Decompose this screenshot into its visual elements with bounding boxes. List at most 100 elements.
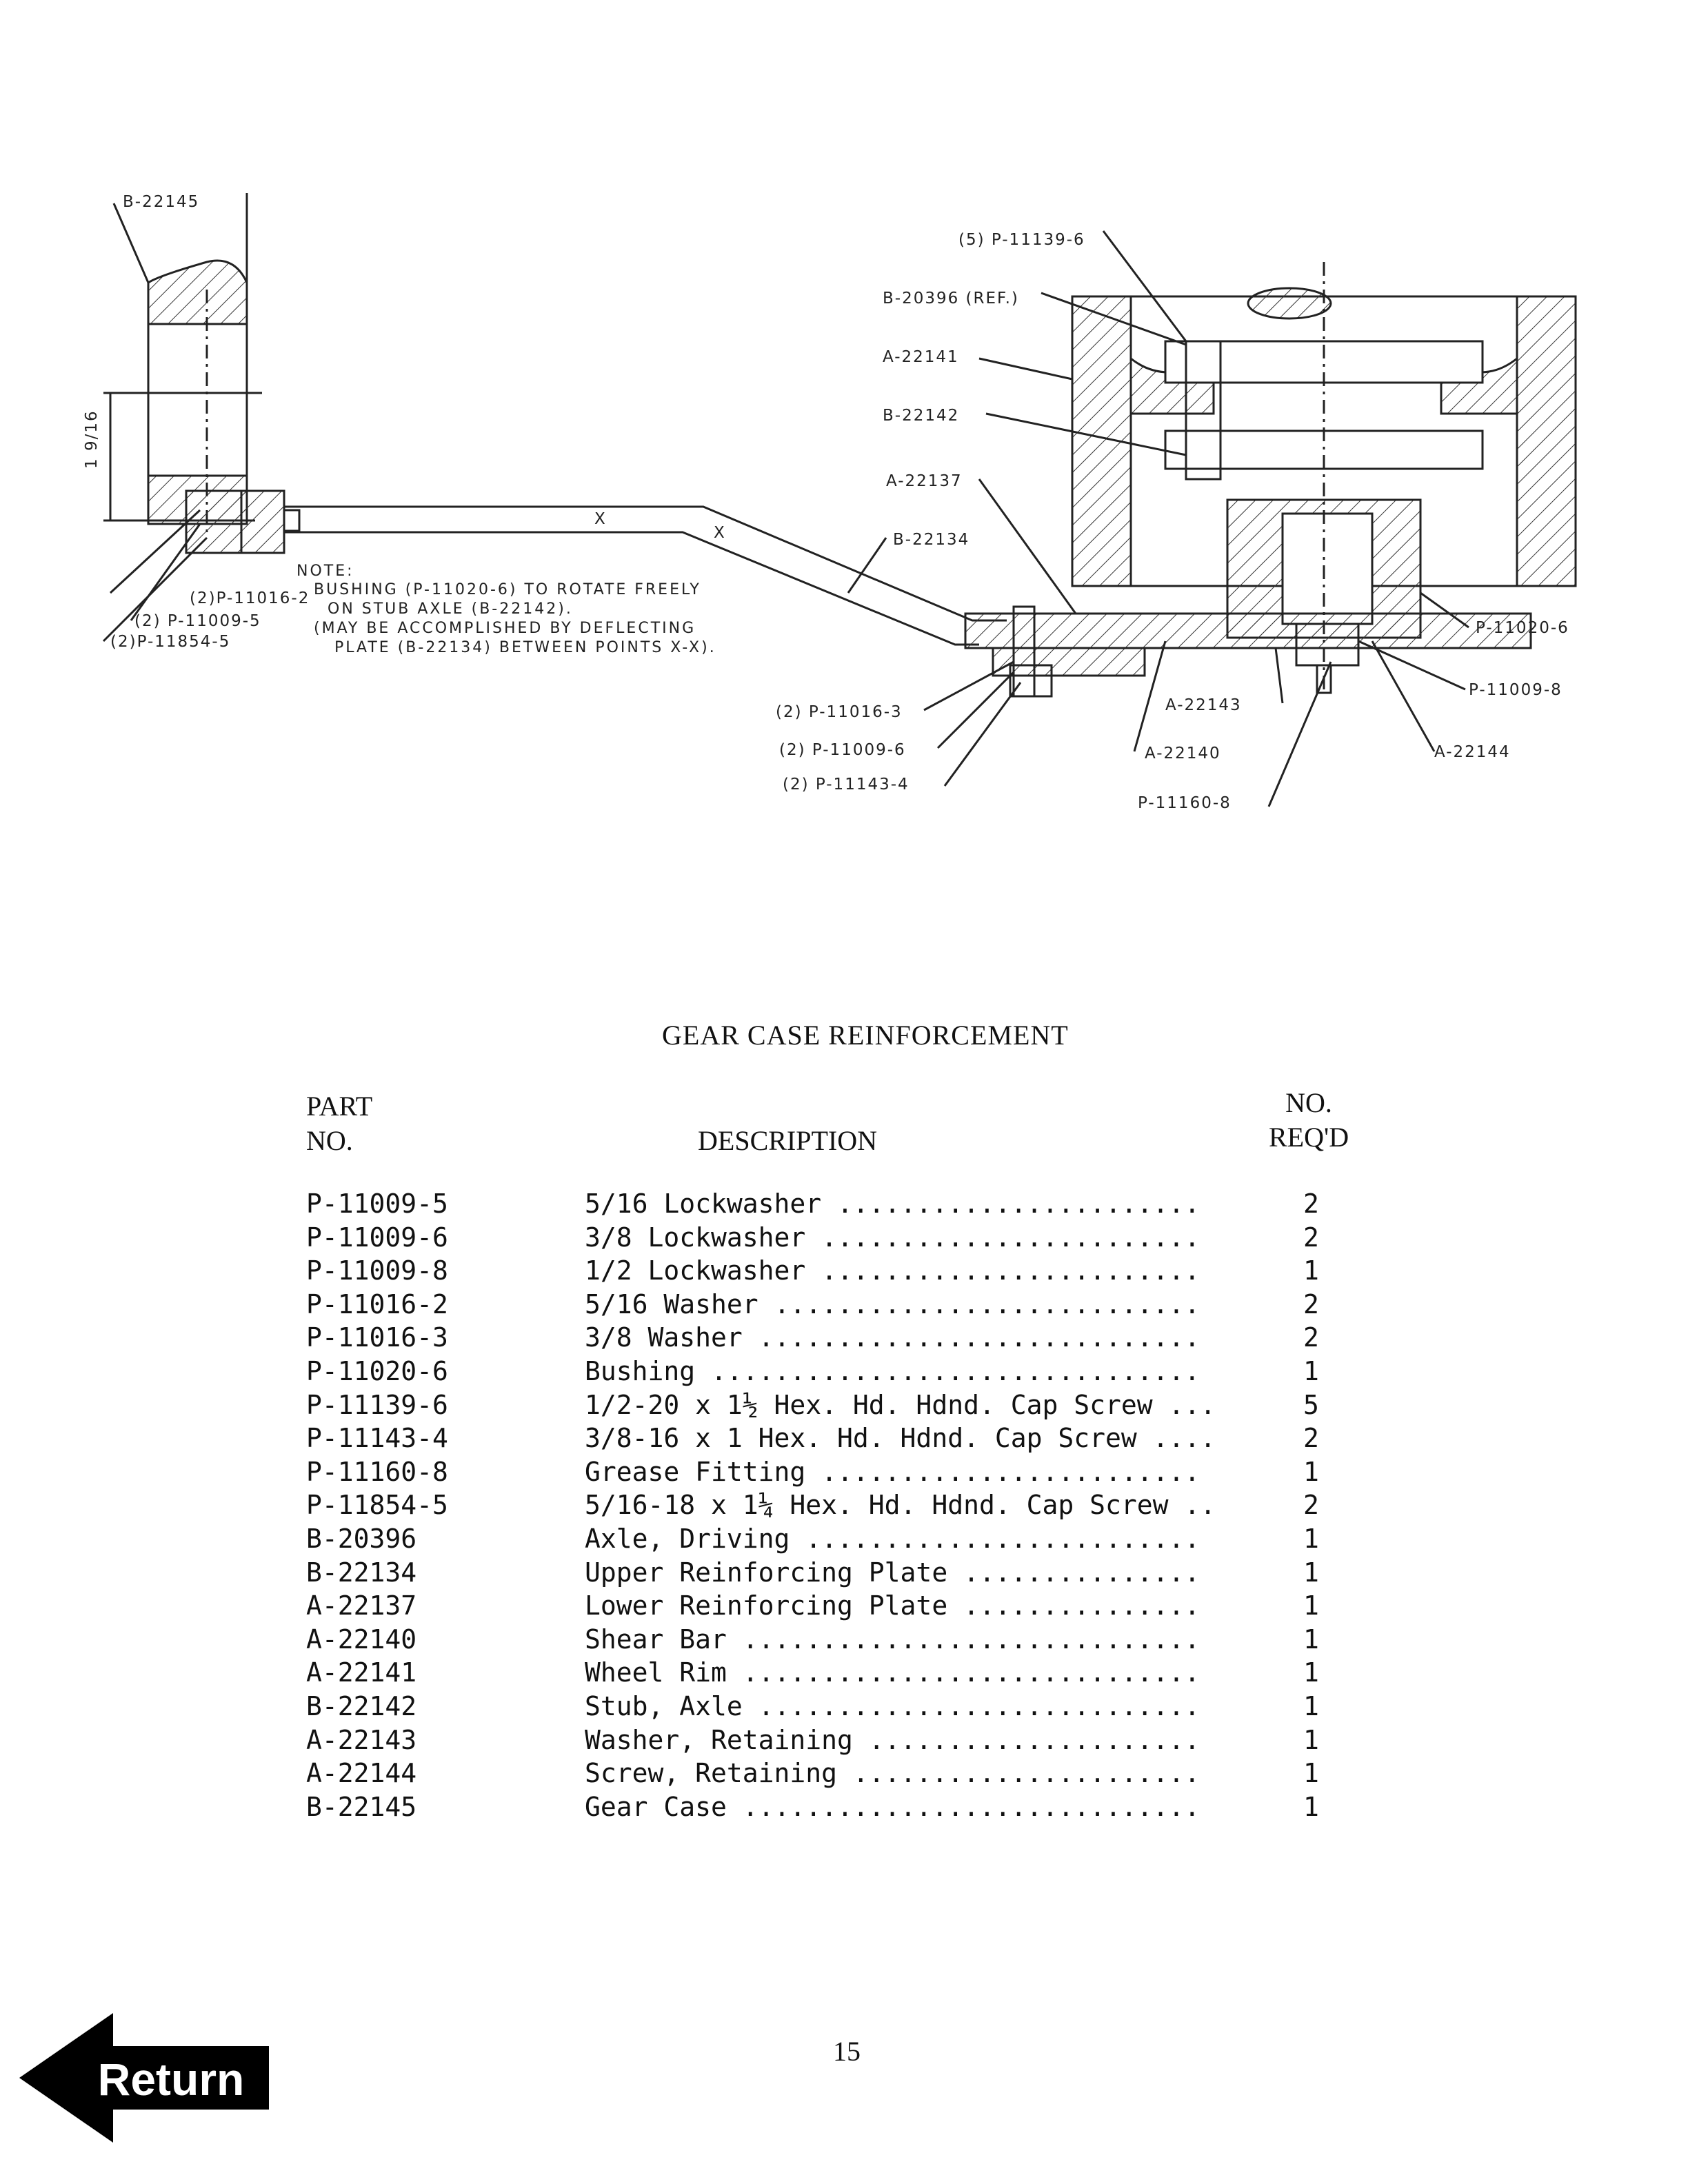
column-header-qty: NO. REQ'D bbox=[1269, 1086, 1349, 1155]
part-description: Washer, Retaining ..................... bbox=[585, 1724, 1200, 1755]
label-p11020-6: P-11020-6 bbox=[1476, 619, 1569, 637]
quantity: 1 bbox=[1303, 1557, 1319, 1588]
quantity: 1 bbox=[1303, 1791, 1319, 1822]
part-number: B-20396 bbox=[306, 1523, 417, 1554]
quantity: 1 bbox=[1303, 1590, 1319, 1621]
label-p11009-8: P-11009-8 bbox=[1469, 681, 1563, 699]
table-row: P-11009-6 3/8 Lockwasher ................… bbox=[306, 1221, 1382, 1255]
label-p11009-5: (2) P-11009-5 bbox=[134, 612, 261, 630]
part-number: B-22142 bbox=[306, 1690, 417, 1721]
table-row: P-11009-5 5/16 Lockwasher ...............… bbox=[306, 1187, 1382, 1221]
part-number: A-22137 bbox=[306, 1590, 417, 1621]
note-heading: NOTE: bbox=[297, 563, 354, 580]
quantity: 2 bbox=[1303, 1189, 1319, 1219]
part-number: P-11020-6 bbox=[306, 1355, 448, 1386]
quantity: 2 bbox=[1303, 1423, 1319, 1454]
quantity: 1 bbox=[1303, 1758, 1319, 1789]
label-p11143-4: (2) P-11143-4 bbox=[783, 776, 910, 793]
part-description: 3/8-16 x 1 Hex. Hd. Hdnd. Cap Screw .... bbox=[585, 1423, 1216, 1454]
part-number: A-22141 bbox=[306, 1657, 417, 1688]
quantity: 5 bbox=[1303, 1389, 1319, 1420]
part-number: P-11016-3 bbox=[306, 1322, 448, 1353]
part-number: P-11143-4 bbox=[306, 1423, 448, 1454]
label-b22145: B-22145 bbox=[123, 193, 199, 211]
quantity: 1 bbox=[1303, 1724, 1319, 1755]
part-description: 1/2-20 x 1½ Hex. Hd. Hdnd. Cap Screw ... bbox=[585, 1389, 1216, 1420]
column-header-description: DESCRIPTION bbox=[698, 1125, 878, 1156]
part-number: P-11854-5 bbox=[306, 1490, 448, 1521]
quantity: 1 bbox=[1303, 1624, 1319, 1655]
part-number: B-22134 bbox=[306, 1557, 417, 1588]
parts-table-title: GEAR CASE REINFORCEMENT bbox=[662, 1020, 1069, 1051]
label-a22143: A-22143 bbox=[1165, 696, 1242, 714]
table-row: P-11143-4 3/8-16 x 1 Hex. Hd. Hdnd. Cap S… bbox=[306, 1422, 1382, 1455]
table-row: A-22140 Shear Bar .......................… bbox=[306, 1623, 1382, 1657]
part-description: 3/8 Washer ............................ bbox=[585, 1322, 1200, 1353]
parts-table-rows: P-11009-5 5/16 Lockwasher ...............… bbox=[306, 1187, 1382, 1823]
page-number: 15 bbox=[833, 2036, 861, 2067]
part-description: Stub, Axle ............................ bbox=[585, 1690, 1200, 1721]
point-x-2: X bbox=[714, 524, 726, 542]
part-description: Lower Reinforcing Plate ............... bbox=[585, 1590, 1200, 1621]
label-p11016-2: (2)P-11016-2 bbox=[190, 589, 310, 607]
gear-case-drawing: B-22145 (5) P-11139-6 B-20396 (REF.) A-2… bbox=[83, 193, 1577, 812]
label-b22142: B-22142 bbox=[883, 407, 959, 425]
label-p11016-3: (2) P-11016-3 bbox=[776, 703, 903, 721]
table-row: P-11020-6 Bushing .......................… bbox=[306, 1355, 1382, 1388]
column-header-part-line1: PART bbox=[306, 1091, 373, 1122]
table-row: P-11160-8 Grease Fitting ................… bbox=[306, 1455, 1382, 1489]
left-arrow-icon bbox=[19, 2013, 269, 2143]
part-number: B-22145 bbox=[306, 1791, 417, 1822]
table-row: A-22141 Wheel Rim .......................… bbox=[306, 1656, 1382, 1690]
quantity: 2 bbox=[1303, 1490, 1319, 1521]
part-number: P-11009-8 bbox=[306, 1255, 448, 1286]
column-header-part-line2: NO. bbox=[306, 1125, 353, 1156]
part-description: Upper Reinforcing Plate ............... bbox=[585, 1557, 1200, 1588]
part-description: Grease Fitting ........................ bbox=[585, 1456, 1200, 1487]
quantity: 2 bbox=[1303, 1288, 1319, 1320]
part-description: Shear Bar ............................. bbox=[585, 1624, 1200, 1655]
label-p11854-5: (2)P-11854-5 bbox=[110, 633, 230, 651]
part-number: P-11009-6 bbox=[306, 1222, 448, 1253]
note-line: BUSHING (P-11020-6) TO ROTATE FREELY bbox=[314, 581, 701, 598]
table-row: A-22137 Lower Reinforcing Plate .........… bbox=[306, 1589, 1382, 1623]
table-row: A-22143 Washer, Retaining ...............… bbox=[306, 1723, 1382, 1757]
point-x-1: X bbox=[594, 510, 607, 528]
part-description: Gear Case ............................. bbox=[585, 1791, 1200, 1822]
part-description: Wheel Rim ............................. bbox=[585, 1657, 1200, 1688]
quantity: 1 bbox=[1303, 1255, 1319, 1286]
label-b22134: B-22134 bbox=[893, 531, 969, 549]
table-row: B-22145 Gear Case .......................… bbox=[306, 1790, 1382, 1824]
return-button[interactable]: Return bbox=[19, 2013, 274, 2143]
column-header-qty-line1: NO. bbox=[1285, 1087, 1332, 1118]
part-number: A-22140 bbox=[306, 1624, 417, 1655]
table-row: P-11016-3 3/8 Washer ....................… bbox=[306, 1321, 1382, 1355]
part-number: P-11009-5 bbox=[306, 1189, 448, 1219]
part-description: 5/16-18 x 1¼ Hex. Hd. Hdnd. Cap Screw .. bbox=[585, 1490, 1216, 1521]
quantity: 1 bbox=[1303, 1657, 1319, 1688]
label-a22137: A-22137 bbox=[886, 472, 963, 490]
column-header-part: PART NO. bbox=[306, 1089, 372, 1158]
part-number: P-11160-8 bbox=[306, 1456, 448, 1487]
quantity: 2 bbox=[1303, 1222, 1319, 1253]
part-number: A-22143 bbox=[306, 1724, 417, 1755]
note-line: PLATE (B-22134) BETWEEN POINTS X-X). bbox=[334, 639, 716, 656]
label-a22144: A-22144 bbox=[1434, 743, 1511, 761]
quantity: 1 bbox=[1303, 1355, 1319, 1386]
part-description: Bushing ............................... bbox=[585, 1355, 1200, 1386]
part-description: 5/16 Washer ........................... bbox=[585, 1288, 1200, 1320]
label-p11160-8: P-11160-8 bbox=[1138, 794, 1232, 812]
quantity: 1 bbox=[1303, 1456, 1319, 1487]
column-header-qty-line2: REQ'D bbox=[1269, 1122, 1349, 1153]
table-row: B-22134 Upper Reinforcing Plate .........… bbox=[306, 1556, 1382, 1590]
part-description: Screw, Retaining ...................... bbox=[585, 1758, 1200, 1789]
part-description: 3/8 Lockwasher ........................ bbox=[585, 1222, 1200, 1253]
part-description: 5/16 Lockwasher ....................... bbox=[585, 1189, 1200, 1219]
label-a22141: A-22141 bbox=[883, 348, 959, 366]
label-p11139-6: (5) P-11139-6 bbox=[958, 231, 1085, 249]
quantity: 1 bbox=[1303, 1523, 1319, 1554]
return-button-label: Return bbox=[97, 2054, 245, 2105]
